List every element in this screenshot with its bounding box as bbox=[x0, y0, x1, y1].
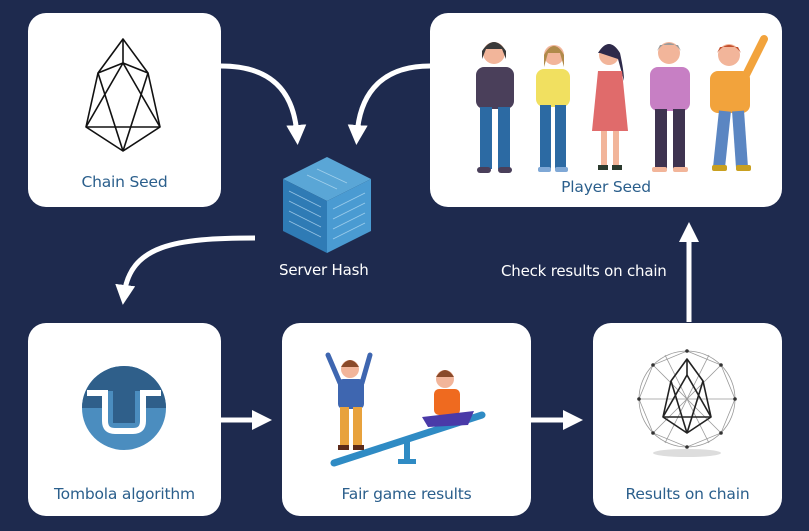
arrow-chain-seed-to-server-hash bbox=[220, 63, 307, 145]
results-on-chain-card: Results on chain bbox=[593, 323, 782, 516]
seesaw-icon bbox=[325, 352, 486, 467]
fair-game-label: Fair game results bbox=[341, 485, 472, 503]
chain-seed-card: Chain Seed bbox=[28, 13, 221, 207]
player-seed-label: Player Seed bbox=[561, 178, 651, 196]
person-icon bbox=[710, 35, 768, 171]
fair-game-card: Fair game results bbox=[282, 323, 531, 516]
tombola-logo-icon bbox=[82, 366, 166, 450]
tombola-card: Tombola algorithm bbox=[28, 323, 221, 516]
check-results-label: Check results on chain bbox=[501, 262, 667, 280]
players-group-icon bbox=[476, 35, 768, 173]
person-icon bbox=[592, 44, 628, 170]
chain-seed-label: Chain Seed bbox=[81, 173, 168, 191]
eos-network-sphere-icon bbox=[637, 349, 737, 457]
arrow-server-hash-to-tombola bbox=[115, 235, 256, 305]
player-seed-card: Player Seed bbox=[430, 13, 782, 207]
hash-cube-icon bbox=[283, 157, 371, 253]
server-hash-label: Server Hash bbox=[279, 261, 369, 279]
arrow-player-seed-to-server-hash bbox=[347, 63, 431, 145]
person-icon bbox=[536, 45, 570, 172]
person-icon bbox=[476, 42, 514, 173]
tombola-label: Tombola algorithm bbox=[54, 485, 195, 503]
results-on-chain-label: Results on chain bbox=[625, 485, 750, 503]
person-icon bbox=[650, 42, 690, 172]
eos-logo-icon bbox=[85, 38, 161, 152]
